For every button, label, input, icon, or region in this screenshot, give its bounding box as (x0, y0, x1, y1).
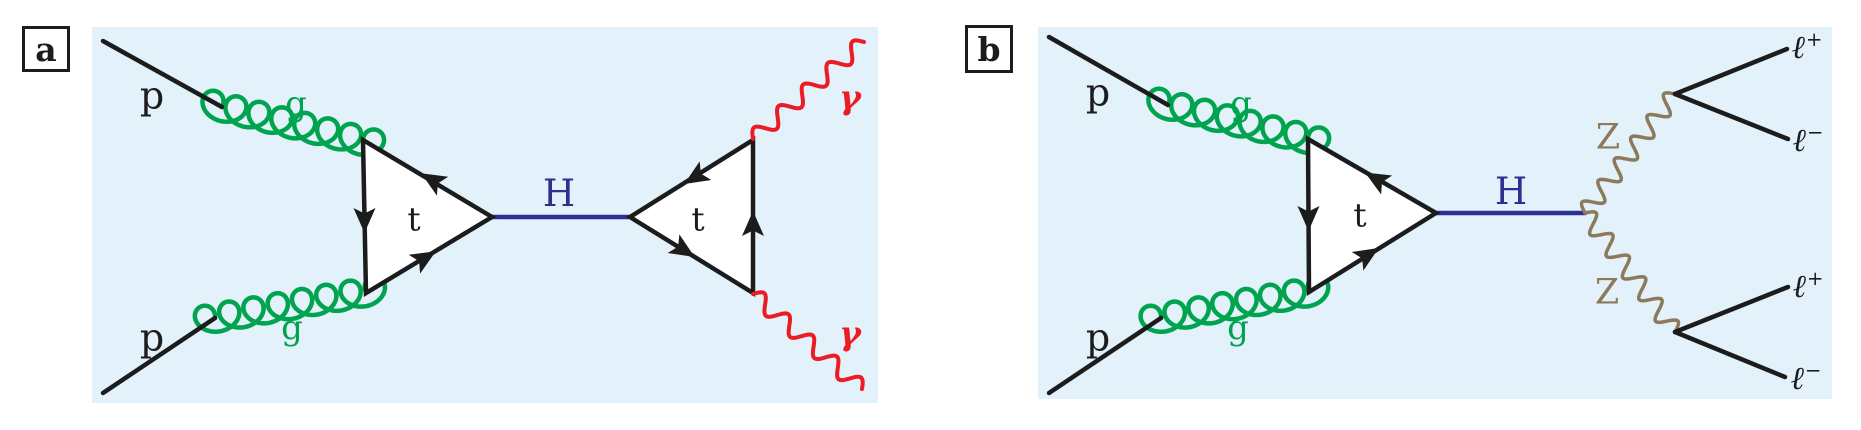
proton-label-bottom: p (140, 315, 164, 359)
top-quark-label-left: t (407, 200, 420, 239)
proton-label-top: p (140, 73, 164, 117)
photon-top (750, 38, 866, 141)
fermion-flow-arrow (684, 161, 712, 184)
fermion-flow-arrow (1297, 206, 1320, 231)
lepton-minus-line-bottom (1672, 329, 1788, 380)
photon-label-top: γ (839, 78, 863, 117)
fermion-flow-arrow (742, 211, 764, 236)
proton-bottom-line (100, 315, 218, 396)
proton-top-line (1046, 34, 1171, 108)
gluon-top (1146, 86, 1332, 156)
photon-bottom (751, 290, 865, 391)
proton-label-top: p (1086, 70, 1110, 114)
top-quark-label-right: t (691, 200, 704, 239)
gluon-label-bottom: g (1227, 308, 1249, 348)
proton-top-line (100, 38, 225, 110)
z-label-bottom: Z (1595, 272, 1619, 312)
lepton-minus-label-bottom: ℓ− (1791, 359, 1822, 397)
z-boson-top (1579, 91, 1677, 215)
fermion-flow-arrow (421, 173, 449, 196)
gluon-label-top: g (285, 84, 307, 124)
gluon-top (200, 88, 387, 158)
panel-a-tag: a (22, 26, 70, 72)
proton-bottom-line (1046, 315, 1164, 396)
gluon-label-top: g (1230, 84, 1252, 124)
lepton-minus-line-top (1672, 91, 1791, 142)
z-boson-bottom (1583, 210, 1681, 334)
panel-b-tag: b (965, 25, 1013, 73)
gluon-bottom (1138, 274, 1331, 335)
fermion-flow-arrow (408, 251, 436, 274)
higgs-label: H (543, 172, 575, 215)
fermion-flow-arrow (1365, 172, 1393, 195)
gluon-label-bottom: g (281, 308, 303, 348)
fermion-flow-arrow (667, 234, 695, 257)
lepton-plus-line-top (1672, 46, 1790, 97)
photon-label-bottom: γ (839, 314, 863, 353)
top-quark-label: t (1353, 196, 1366, 235)
fermion-flow-arrow (353, 208, 376, 233)
higgs-label: H (1495, 170, 1527, 213)
panel-a: p p g g t t Hγ γ (92, 27, 878, 403)
z-label-top: Z (1596, 117, 1620, 157)
fermion-flow-arrow (1351, 248, 1379, 271)
gluon-bottom (192, 274, 388, 334)
lepton-plus-line-bottom (1672, 284, 1791, 335)
proton-label-bottom: p (1086, 315, 1110, 359)
